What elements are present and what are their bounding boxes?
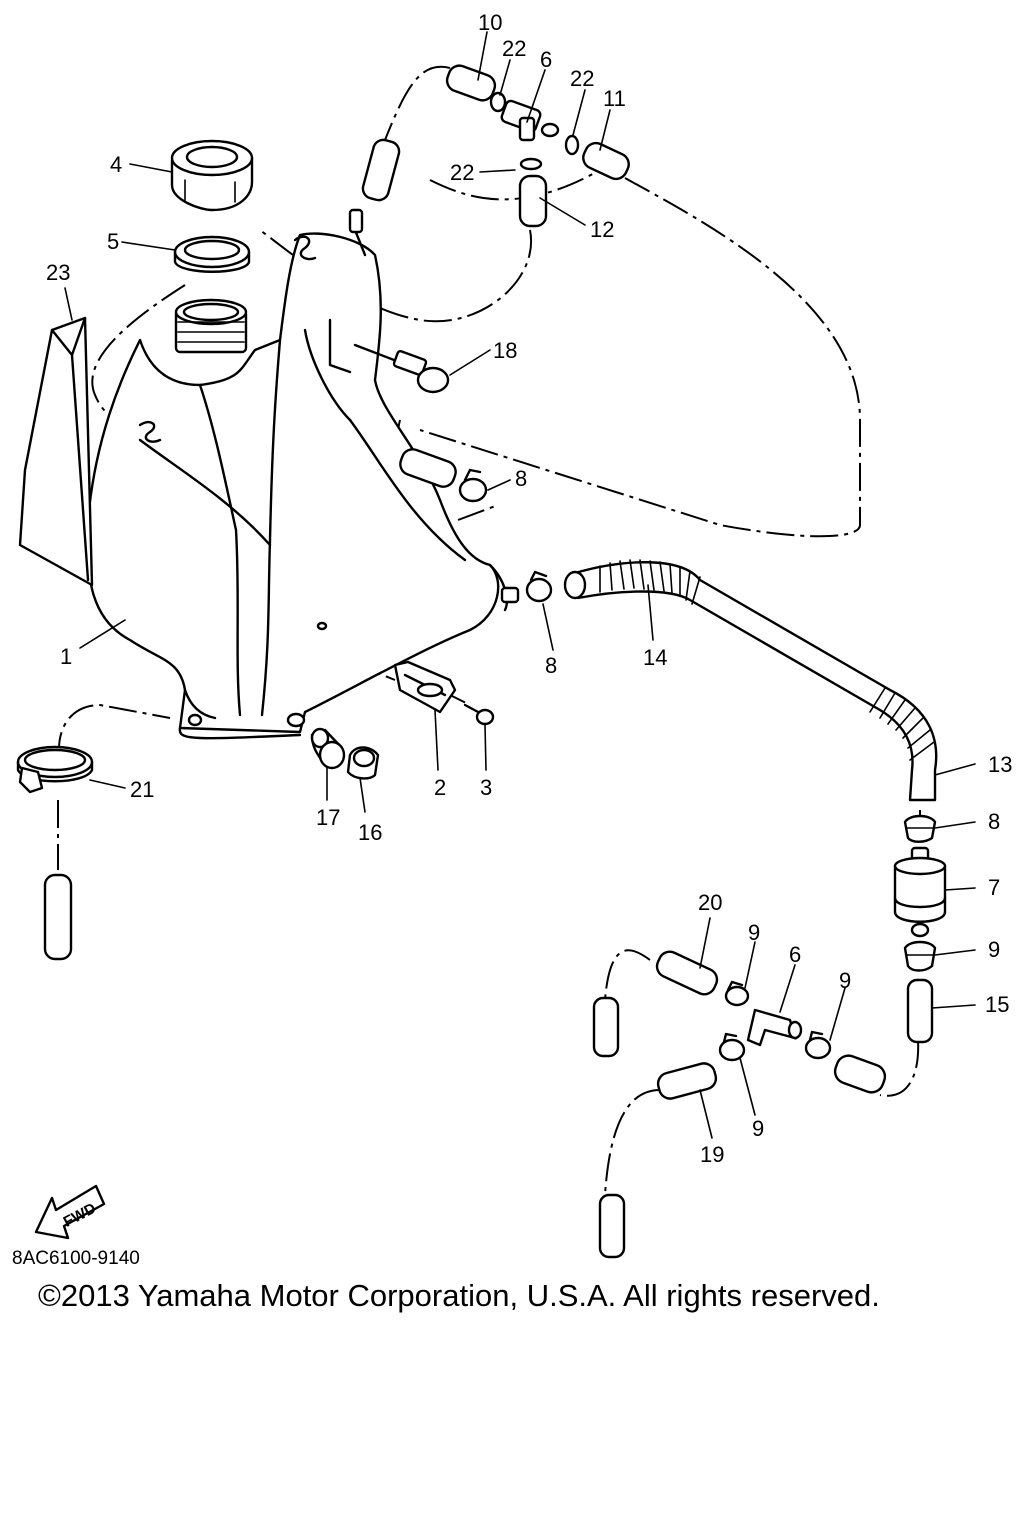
part-number-17: 17 xyxy=(316,805,340,830)
part-number-8: 8 xyxy=(988,809,1000,834)
drain-hose-part xyxy=(43,873,73,961)
part-number-3: 3 xyxy=(480,775,492,800)
part-number-21: 21 xyxy=(130,777,154,802)
copyright-notice: ©2013 Yamaha Motor Corporation, U.S.A. A… xyxy=(38,1278,880,1313)
part-number-9: 9 xyxy=(988,937,1000,962)
band-part xyxy=(16,745,94,794)
part-number-2: 2 xyxy=(434,775,446,800)
part-number-10: 10 xyxy=(478,10,502,35)
part-number-1: 1 xyxy=(60,644,72,669)
part-number-9: 9 xyxy=(748,920,760,945)
part-number-22: 22 xyxy=(502,36,526,61)
part-number-6: 6 xyxy=(540,47,552,72)
bolt-part xyxy=(353,343,450,394)
part-number-23: 23 xyxy=(46,260,70,285)
part-number-9: 9 xyxy=(839,968,851,993)
side-cover-part xyxy=(18,316,94,587)
part-number-13: 13 xyxy=(988,752,1012,777)
part-number-22: 22 xyxy=(450,160,474,185)
fuel-hose-part xyxy=(525,559,938,802)
gasket-part xyxy=(173,235,251,273)
part-number-8: 8 xyxy=(515,466,527,491)
part-number-15: 15 xyxy=(985,992,1009,1017)
part-number-14: 14 xyxy=(643,645,667,670)
part-number-12: 12 xyxy=(590,217,614,242)
part-number-8: 8 xyxy=(545,653,557,678)
part-number-22: 22 xyxy=(570,66,594,91)
part-number-4: 4 xyxy=(110,152,122,177)
part-number-5: 5 xyxy=(107,229,119,254)
fuel-tank xyxy=(86,208,520,740)
fuel-cap-part xyxy=(170,139,254,212)
damper-part xyxy=(310,727,380,780)
part-number-16: 16 xyxy=(358,820,382,845)
part-number-18: 18 xyxy=(493,338,517,363)
part-number-6: 6 xyxy=(789,942,801,967)
part-number-labels: 10 22 6 22 11 4 22 12 5 23 18 8 1 8 14 1… xyxy=(46,10,1012,1167)
lower-tee-assembly xyxy=(592,950,887,1259)
drawing-code: 8AC6100-9140 xyxy=(12,1248,140,1269)
part-number-9: 9 xyxy=(752,1116,764,1141)
part-number-20: 20 xyxy=(698,890,722,915)
part-number-7: 7 xyxy=(988,875,1000,900)
bracket-part xyxy=(393,660,495,726)
overflow-hose-assembly xyxy=(399,448,488,503)
forward-arrow-icon: FWD xyxy=(34,1184,106,1240)
leader-lines xyxy=(64,31,976,1139)
fuel-filter-assembly xyxy=(893,814,947,1044)
part-number-19: 19 xyxy=(700,1142,724,1167)
part-number-11: 11 xyxy=(603,86,626,111)
